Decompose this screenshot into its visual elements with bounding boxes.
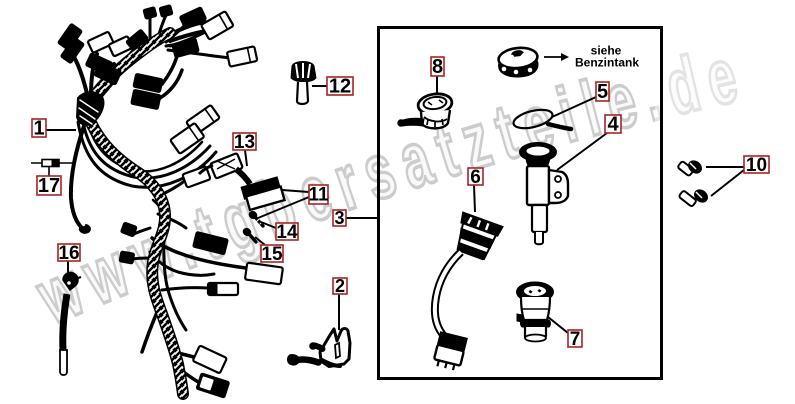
svg-text:1: 1 <box>33 118 44 140</box>
svg-text:17: 17 <box>38 175 60 197</box>
svg-text:11: 11 <box>308 185 329 206</box>
svg-text:5: 5 <box>597 81 608 103</box>
svg-text:10: 10 <box>746 155 767 176</box>
svg-text:12: 12 <box>329 76 351 98</box>
svg-text:13: 13 <box>234 132 255 153</box>
svg-text:16: 16 <box>58 243 79 264</box>
svg-text:www.tgbersatzteile.de: www.tgbersatzteile.de <box>24 29 754 341</box>
svg-text:3: 3 <box>334 208 344 228</box>
svg-text:6: 6 <box>470 167 481 188</box>
svg-text:14: 14 <box>276 222 298 243</box>
svg-text:Benzintank: Benzintank <box>575 56 639 70</box>
svg-text:2: 2 <box>335 276 345 296</box>
svg-text:siehe: siehe <box>591 44 622 58</box>
svg-text:8: 8 <box>432 56 443 78</box>
svg-text:4: 4 <box>607 114 619 136</box>
svg-text:7: 7 <box>570 329 581 350</box>
svg-text:15: 15 <box>261 244 283 265</box>
